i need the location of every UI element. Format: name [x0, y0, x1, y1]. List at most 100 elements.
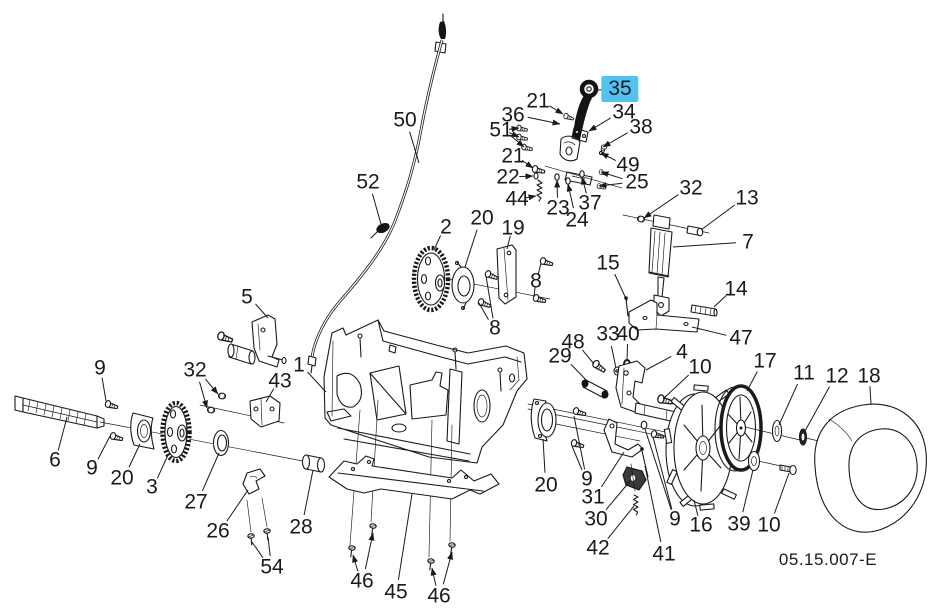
callout-37[interactable]: 37 [578, 191, 602, 215]
leader-line-45 [397, 493, 413, 580]
callout-44[interactable]: 44 [505, 187, 529, 211]
callout-9[interactable]: 9 [669, 507, 681, 531]
part-shock-absorber [622, 214, 710, 317]
callout-9[interactable]: 9 [94, 356, 106, 380]
leader-line-32 [204, 378, 219, 395]
callout-41[interactable]: 41 [652, 542, 676, 566]
callout-32[interactable]: 32 [183, 358, 207, 382]
leader-line-21 [549, 105, 564, 115]
callout-43[interactable]: 43 [268, 369, 292, 393]
callout-51[interactable]: 51 [489, 118, 513, 142]
part-pin-rod [640, 447, 649, 478]
leader-line-39 [742, 469, 754, 513]
callout-21[interactable]: 21 [501, 144, 525, 168]
leader-line-40 [626, 343, 628, 362]
callout-45[interactable]: 45 [384, 580, 408, 604]
callout-33[interactable]: 33 [596, 322, 620, 346]
leader-line-47 [691, 326, 727, 336]
callout-35[interactable]: 35 [601, 76, 639, 102]
callout-10[interactable]: 10 [688, 355, 712, 379]
leader-line-46 [352, 554, 359, 572]
callout-6[interactable]: 6 [49, 448, 61, 472]
callout-46[interactable]: 46 [427, 584, 451, 608]
callout-8[interactable]: 8 [530, 269, 542, 293]
leader-line-31 [601, 451, 625, 488]
part-bevel-gear [411, 245, 551, 313]
callout-29[interactable]: 29 [548, 344, 572, 368]
leader-line-20 [464, 229, 478, 268]
callout-16[interactable]: 16 [689, 513, 713, 537]
callout-38[interactable]: 38 [629, 115, 653, 139]
callout-17[interactable]: 17 [753, 349, 777, 373]
leader-line-50 [409, 131, 420, 164]
callout-54[interactable]: 54 [260, 555, 284, 579]
callout-4[interactable]: 4 [676, 340, 688, 364]
callout-30[interactable]: 30 [584, 507, 608, 531]
callout-15[interactable]: 15 [596, 251, 620, 275]
callout-2[interactable]: 2 [440, 215, 452, 239]
callout-28[interactable]: 28 [289, 515, 313, 539]
part-hex-shaft [14, 395, 314, 464]
callout-22[interactable]: 22 [496, 165, 520, 189]
callout-50[interactable]: 50 [393, 108, 417, 132]
callout-20[interactable]: 20 [110, 466, 134, 490]
part-shaft-bolts [104, 399, 125, 443]
callout-26[interactable]: 26 [206, 519, 230, 543]
callout-7[interactable]: 7 [742, 230, 754, 254]
part-cable-clamp [370, 222, 390, 239]
callout-20[interactable]: 20 [534, 473, 558, 497]
part-bushing [301, 454, 326, 473]
leader-line-20 [128, 443, 141, 468]
leader-line-8 [485, 275, 494, 319]
callout-24[interactable]: 24 [565, 208, 589, 232]
part-lever-pivot [571, 127, 589, 143]
callout-46[interactable]: 46 [350, 569, 374, 593]
callout-36[interactable]: 36 [501, 103, 525, 127]
callout-9[interactable]: 9 [86, 456, 98, 480]
callout-25[interactable]: 25 [625, 170, 649, 194]
callout-48[interactable]: 48 [561, 330, 585, 354]
callout-10[interactable]: 10 [757, 513, 781, 537]
leader-line-38 [602, 132, 628, 148]
leader-line-23 [554, 179, 561, 198]
callout-19[interactable]: 19 [501, 216, 525, 240]
leader-line-21 [521, 159, 534, 169]
callout-21[interactable]: 21 [526, 89, 550, 113]
callout-40[interactable]: 40 [616, 322, 640, 346]
callout-34[interactable]: 34 [612, 100, 636, 124]
leader-line-46 [442, 551, 453, 585]
leader-line-19 [506, 235, 511, 250]
leader-line-11 [778, 383, 798, 426]
callout-3[interactable]: 3 [146, 475, 158, 499]
callout-5[interactable]: 5 [241, 285, 253, 309]
leader-line-41 [644, 465, 662, 543]
callout-31[interactable]: 31 [581, 485, 605, 509]
leader-line-8 [478, 302, 489, 320]
callout-18[interactable]: 18 [857, 364, 881, 388]
callout-52[interactable]: 52 [356, 170, 380, 194]
callout-20[interactable]: 20 [470, 206, 494, 230]
callout-13[interactable]: 13 [735, 186, 759, 210]
leader-line-13 [700, 204, 735, 231]
leader-line-32 [643, 194, 679, 219]
callout-27[interactable]: 27 [184, 490, 208, 514]
callout-12[interactable]: 12 [825, 364, 849, 388]
part-bearing-ring [212, 429, 230, 457]
callout-47[interactable]: 47 [729, 326, 753, 350]
callout-11[interactable]: 11 [793, 361, 815, 385]
leader-line-54 [267, 536, 271, 556]
callout-49[interactable]: 49 [616, 153, 640, 177]
part-tire-band [814, 403, 927, 533]
callout-32[interactable]: 32 [679, 176, 703, 200]
callout-1[interactable]: 1 [293, 353, 305, 377]
callout-23[interactable]: 23 [546, 196, 570, 220]
callout-9[interactable]: 9 [581, 467, 593, 491]
callout-42[interactable]: 42 [586, 536, 610, 560]
callout-8[interactable]: 8 [489, 316, 501, 340]
callout-39[interactable]: 39 [727, 512, 751, 536]
leader-line-9 [652, 436, 673, 510]
leader-line-4 [645, 355, 672, 371]
leader-line-3 [156, 454, 169, 479]
callout-14[interactable]: 14 [724, 277, 748, 301]
